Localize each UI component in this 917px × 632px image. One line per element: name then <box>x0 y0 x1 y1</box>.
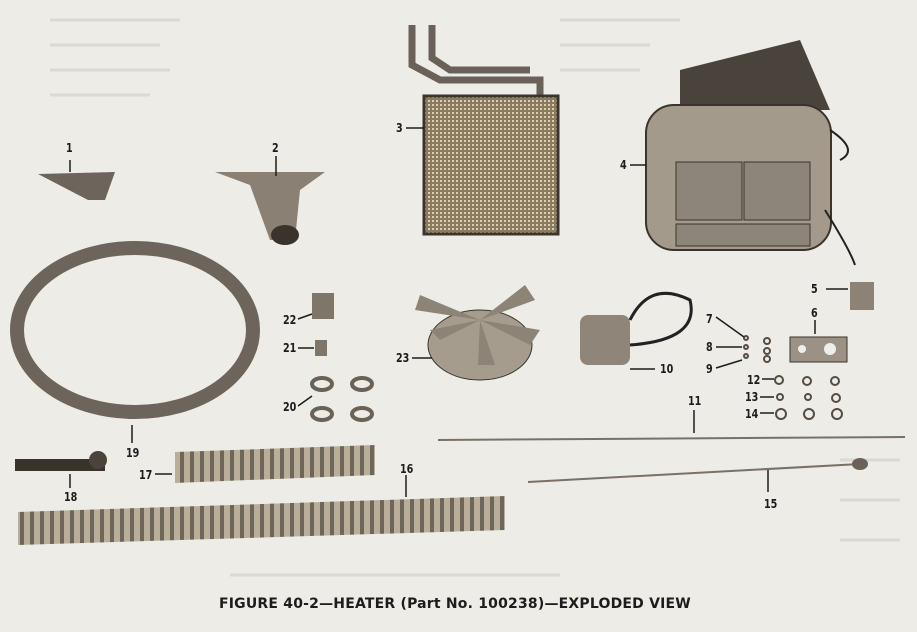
part-10-motor <box>580 291 693 365</box>
part-23-fan <box>415 285 540 381</box>
part-2-bracket <box>215 172 325 245</box>
part-17-flex-hose <box>175 445 375 483</box>
callout-13: 13 <box>745 390 759 404</box>
callout-15: 15 <box>764 497 778 511</box>
callout-9: 9 <box>706 362 713 376</box>
callout-4: 4 <box>620 158 627 172</box>
callout-5: 5 <box>811 282 818 296</box>
part-18-clip <box>15 451 107 471</box>
part-4-heater-housing <box>645 40 856 266</box>
callout-7: 7 <box>706 312 713 326</box>
callout-10: 10 <box>660 362 674 376</box>
callout-3: 3 <box>396 121 403 135</box>
callout-arrows <box>69 127 848 497</box>
callout-19: 19 <box>126 446 140 460</box>
callout-14: 14 <box>745 407 759 421</box>
callout-23: 23 <box>396 351 410 365</box>
part-11-control-cable <box>437 436 906 441</box>
part-1-bracket <box>38 172 115 200</box>
callout-18: 18 <box>64 490 78 504</box>
part-21-22-fittings <box>312 293 334 356</box>
callout-8: 8 <box>706 340 713 354</box>
figure-caption: FIGURE 40-2—HEATER (Part No. 100238)—EXP… <box>219 596 691 612</box>
part-19-hose <box>10 241 260 419</box>
callout-21: 21 <box>283 341 297 355</box>
callout-17: 17 <box>139 468 153 482</box>
part-15-control-cable <box>527 458 868 483</box>
part-16-flex-hose <box>18 496 505 545</box>
callout-6: 6 <box>811 306 818 320</box>
callout-22: 22 <box>283 313 297 327</box>
callout-1: 1 <box>66 141 73 155</box>
callout-16: 16 <box>400 462 414 476</box>
part-3-heater-core <box>408 25 560 236</box>
part-5-switch <box>850 282 874 310</box>
part-20-hose-clamps <box>310 376 374 422</box>
callout-2: 2 <box>272 141 279 155</box>
part-6-switch-plate <box>789 336 848 363</box>
callout-12: 12 <box>747 373 761 387</box>
small-hardware <box>743 335 843 420</box>
callout-11: 11 <box>688 394 702 408</box>
callout-20: 20 <box>283 400 297 414</box>
